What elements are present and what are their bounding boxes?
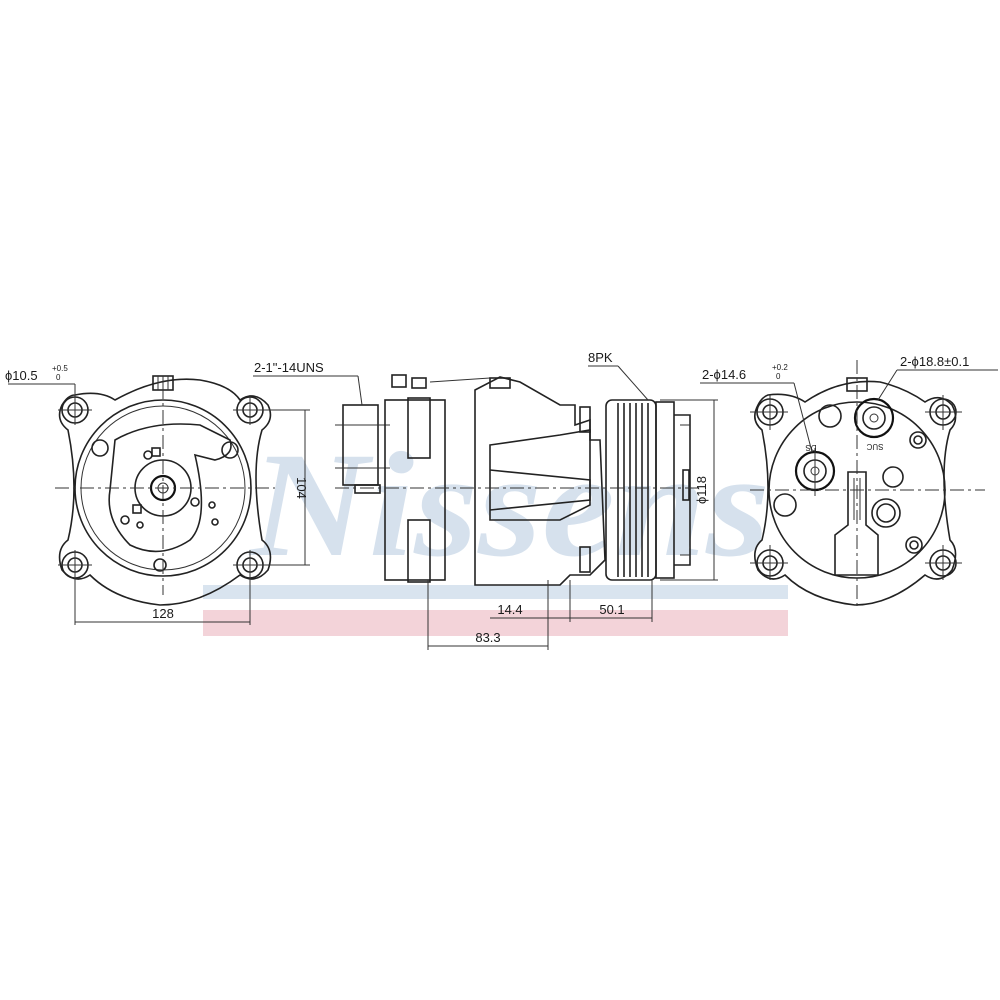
watermark-blue-band [203, 585, 788, 599]
hole-diameter-label: ϕ10.5 [5, 368, 38, 383]
watermark-pink-band [203, 610, 788, 636]
suction-port-callout: 2-ϕ18.8±0.1 [900, 354, 969, 369]
suction-port-tag: SUC [866, 442, 883, 451]
dimension-14-label: 14.4 [497, 602, 522, 617]
discharge-port-callout: 2-ϕ14.6 [702, 367, 746, 382]
height-dimension-label: 104 [294, 477, 309, 499]
watermark: Nissens [203, 422, 788, 636]
hole-tolerance-lower: 0 [56, 373, 61, 382]
pulley-diameter-label: ϕ118 [694, 476, 709, 504]
discharge-tolerance-upper: +0.2 [772, 363, 788, 372]
suction-port [853, 397, 895, 439]
discharge-tolerance-lower: 0 [776, 372, 781, 381]
hole-tolerance-upper: +0.5 [52, 364, 68, 373]
width-dimension-label: 128 [152, 606, 174, 621]
belt-callout-label: 8PK [588, 350, 613, 365]
dimension-50-label: 50.1 [599, 602, 624, 617]
front-view: ϕ10.5 +0.5 0 104 128 [5, 364, 310, 625]
dimension-83-label: 83.3 [475, 630, 500, 645]
rear-view: DS SUC 2-ϕ14.6 +0.2 0 2-ϕ18.8±0.1 [700, 354, 998, 608]
thread-callout-label: 2-1"-14UNS [254, 360, 324, 375]
side-view: 2-1"-14UNS 8PK ϕ118 83.3 14.4 50.1 [253, 350, 718, 650]
watermark-text: Nissens [248, 422, 770, 588]
